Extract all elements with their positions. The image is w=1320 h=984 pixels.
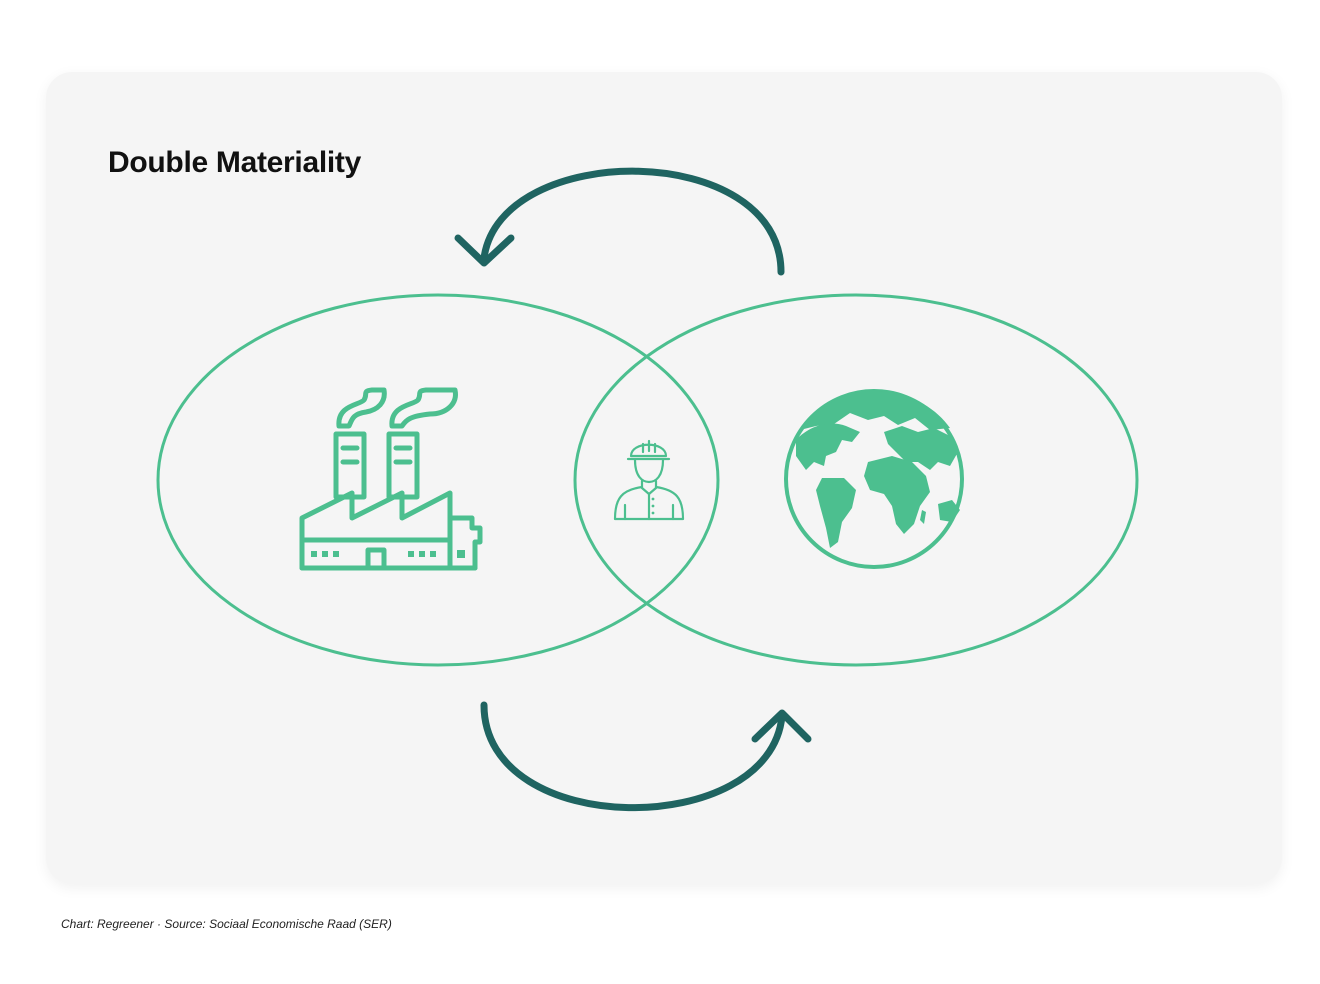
- factory-icon: [299, 387, 483, 571]
- globe-top-band: [800, 391, 950, 430]
- south-america: [816, 478, 856, 548]
- globe-icon: [784, 389, 964, 569]
- diagram-card: [46, 72, 1282, 884]
- europe-asia: [884, 426, 958, 470]
- australia: [938, 500, 960, 522]
- worker-buttons: [651, 497, 655, 515]
- bottom-curved-arrow: [480, 701, 812, 812]
- north-america: [796, 423, 860, 470]
- madagascar: [920, 510, 926, 524]
- caption-chart-by: Chart: Regreener: [61, 917, 154, 931]
- chart-caption: Chart: Regreener · Source: Sociaal Econo…: [61, 917, 392, 931]
- left-ellipse: [156, 293, 720, 667]
- factory-windows: [311, 550, 465, 558]
- caption-separator: ·: [153, 917, 165, 931]
- diagram-title: Double Materiality: [108, 146, 361, 179]
- worker-icon: [613, 439, 685, 521]
- africa: [864, 456, 930, 534]
- right-ellipse: [573, 293, 1139, 667]
- caption-source: Source: Sociaal Economische Raad (SER): [164, 917, 392, 931]
- top-curved-arrow: [454, 167, 785, 276]
